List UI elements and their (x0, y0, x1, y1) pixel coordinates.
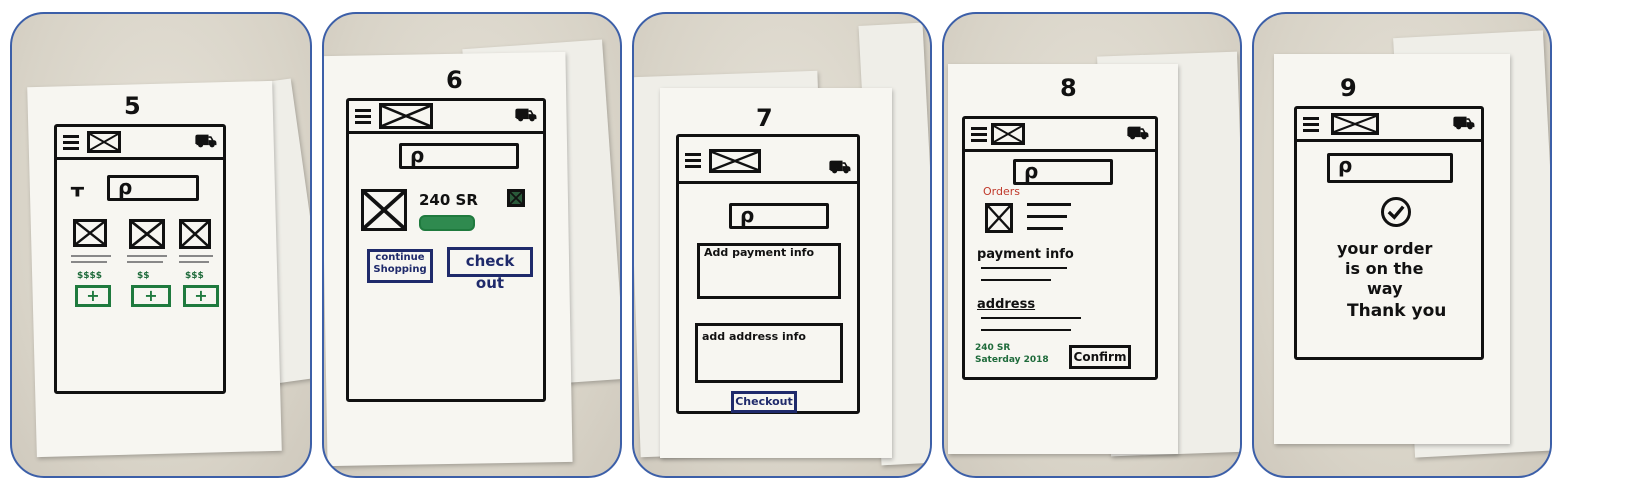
product-price: 240 SR (419, 191, 478, 209)
cart-icon[interactable]: ⛟ (1126, 123, 1149, 144)
product-text-line (127, 255, 167, 257)
product-text-line (127, 261, 163, 263)
confirmation-message: your order (1337, 239, 1433, 258)
cart-icon[interactable]: ⛟ (194, 131, 217, 152)
top-bar: ⛟ (349, 101, 543, 134)
search-icon: ρ (1338, 153, 1353, 177)
remove-item-icon[interactable] (507, 189, 525, 207)
search-icon: ρ (1024, 159, 1039, 183)
logo-image-placeholder-icon (379, 103, 433, 129)
thank-you-message: Thank you (1347, 301, 1447, 321)
screen-number: 9 (1340, 74, 1357, 102)
phone-frame: ⛟ ᚁ ρ $$$$ $$ $$$ + + (54, 124, 226, 394)
orders-label: Orders (983, 185, 1020, 198)
confirmation-message: way (1367, 279, 1403, 298)
hamburger-icon[interactable] (1303, 117, 1319, 135)
phone-frame: ⛟ ρ your order is on the way Thank you (1294, 106, 1484, 360)
hamburger-icon[interactable] (685, 153, 701, 171)
top-bar: ⛟ (965, 119, 1155, 152)
search-input[interactable]: ρ (107, 175, 199, 201)
address-label: address (977, 297, 1036, 312)
search-input[interactable]: ρ (1327, 153, 1453, 183)
checkmark-icon (1381, 197, 1411, 227)
logo-image-placeholder-icon (1331, 113, 1379, 135)
order-text-line (1027, 203, 1071, 206)
logo-image-placeholder-icon (709, 149, 761, 173)
product-price: $$ (137, 271, 150, 281)
search-input[interactable]: ρ (729, 203, 829, 229)
product-image-icon[interactable] (179, 219, 211, 249)
delivery-date: Saterday 2018 (975, 355, 1049, 365)
search-input[interactable]: ρ (399, 143, 519, 169)
add-to-cart-button[interactable]: + (183, 285, 219, 307)
search-icon: ρ (118, 175, 133, 199)
continue-shopping-button[interactable]: continue Shopping (367, 249, 433, 283)
add-to-cart-button[interactable]: + (131, 285, 171, 307)
cart-icon[interactable]: ⛟ (1452, 113, 1475, 134)
top-bar: ⛟ (57, 127, 223, 160)
filter-icon[interactable]: ᚁ (71, 175, 84, 199)
product-text-line (179, 255, 213, 257)
phone-frame: ⛟ ρ Orders payment info address 240 SR S… (962, 116, 1158, 380)
product-text-line (71, 255, 111, 257)
search-input[interactable]: ρ (1013, 159, 1113, 185)
confirmation-message: is on the (1345, 259, 1424, 278)
panel-9: 9 ⛟ ρ your order is on the way Thank you (1252, 12, 1552, 478)
cart-icon[interactable]: ⛟ (828, 157, 851, 178)
panel-8: 8 ⛟ ρ Orders payment info address (942, 12, 1242, 478)
address-text-line (981, 317, 1081, 319)
product-image-icon (361, 189, 407, 231)
payment-text-line (981, 279, 1051, 281)
hamburger-icon[interactable] (63, 135, 79, 153)
screen-number: 8 (1060, 74, 1077, 102)
panel-7: 7 ⛟ ρ Add payment info add address info … (632, 12, 932, 478)
logo-image-placeholder-icon (87, 131, 121, 153)
quantity-stepper[interactable] (419, 215, 475, 231)
payment-info-box[interactable]: Add payment info (697, 243, 841, 299)
product-text-line (179, 261, 209, 263)
panel-6: 6 ⛟ ρ 240 SR continue Shopping check out (322, 12, 622, 478)
product-price: $$$ (185, 271, 204, 281)
address-info-box[interactable]: add address info (695, 323, 843, 383)
screen-number: 5 (124, 92, 141, 120)
order-text-line (1027, 227, 1063, 230)
product-price: $$$$ (77, 271, 103, 281)
phone-frame: ⛟ ρ 240 SR continue Shopping check out (346, 98, 546, 402)
payment-text-line (981, 267, 1067, 269)
address-info-label: add address info (702, 330, 806, 343)
checkout-button[interactable]: check out (447, 247, 533, 292)
checkout-button[interactable]: Checkout (731, 391, 797, 413)
payment-info-label: payment info (977, 247, 1074, 262)
screen-number: 7 (756, 104, 773, 132)
product-image-icon[interactable] (73, 219, 107, 247)
logo-image-placeholder-icon (991, 123, 1025, 145)
order-total: 240 SR (975, 343, 1011, 353)
payment-info-label: Add payment info (704, 246, 815, 259)
cart-icon[interactable]: ⛟ (514, 105, 537, 126)
hamburger-icon[interactable] (355, 109, 371, 127)
order-text-line (1027, 215, 1067, 218)
product-text-line (71, 261, 107, 263)
top-bar: ⛟ (679, 137, 857, 184)
product-image-icon[interactable] (129, 219, 165, 249)
panel-5: 5 ⛟ ᚁ ρ (10, 12, 312, 478)
screen-number: 6 (446, 66, 463, 94)
confirm-button[interactable]: Confirm (1069, 345, 1131, 369)
search-icon: ρ (410, 143, 425, 167)
add-to-cart-button[interactable]: + (75, 285, 111, 307)
search-icon: ρ (740, 203, 755, 227)
phone-frame: ⛟ ρ Add payment info add address info Ch… (676, 134, 860, 414)
product-image-icon (985, 203, 1013, 233)
address-text-line (981, 329, 1071, 331)
top-bar: ⛟ (1297, 109, 1481, 142)
hamburger-icon[interactable] (971, 127, 987, 145)
